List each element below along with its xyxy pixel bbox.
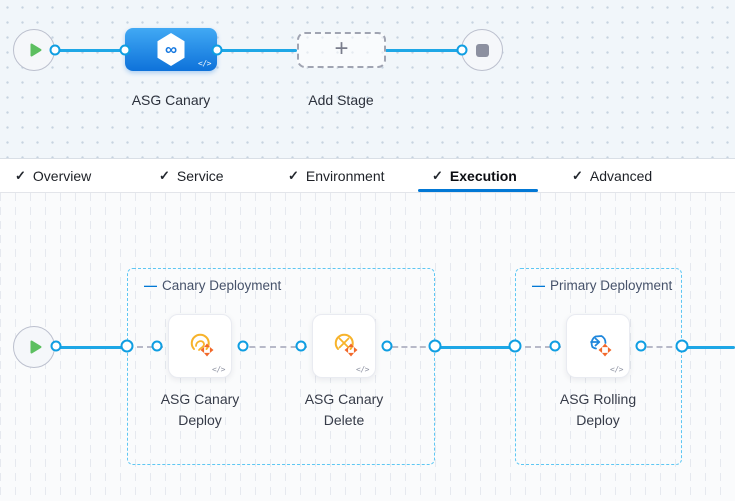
connector-port bbox=[49, 44, 61, 56]
active-tab-indicator bbox=[418, 189, 538, 192]
connector-port bbox=[119, 44, 131, 56]
group-label-text: Primary Deployment bbox=[550, 278, 673, 293]
connector-port bbox=[50, 340, 62, 352]
group-border-port bbox=[428, 339, 442, 353]
tab-overview[interactable]: ✓ Overview bbox=[15, 159, 91, 192]
connector-port bbox=[635, 340, 647, 352]
step-group-canary-deployment bbox=[127, 268, 435, 465]
group-border-port bbox=[508, 339, 522, 353]
connector-port bbox=[295, 340, 307, 352]
stage-label: ASG Canary bbox=[131, 92, 211, 108]
stage-canvas: ∞ </> + ASG Canary Add Stage bbox=[0, 0, 735, 158]
group-label-primary-deployment[interactable]: — Primary Deployment bbox=[532, 278, 672, 293]
collapse-icon[interactable]: — bbox=[144, 278, 157, 293]
group-border-port bbox=[675, 339, 689, 353]
tab-service[interactable]: ✓ Service bbox=[159, 159, 224, 192]
group-label-text: Canary Deployment bbox=[162, 278, 282, 293]
scale-plus-glyph bbox=[200, 343, 214, 357]
harness-cd-icon: ∞ bbox=[157, 33, 185, 66]
connector-port bbox=[549, 340, 561, 352]
check-icon: ✓ bbox=[15, 167, 26, 183]
dashed-connector-line bbox=[515, 346, 561, 348]
dashed-connector-line bbox=[239, 346, 307, 348]
check-icon: ✓ bbox=[159, 167, 170, 183]
add-stage-label: Add Stage bbox=[308, 92, 374, 108]
connector-line bbox=[682, 345, 735, 349]
tab-label: Environment bbox=[305, 167, 385, 184]
connector-port bbox=[381, 340, 393, 352]
connector-line bbox=[435, 345, 515, 349]
tab-execution[interactable]: ✓ Execution bbox=[432, 159, 517, 192]
play-icon bbox=[30, 340, 41, 354]
connector-line bbox=[55, 48, 125, 52]
infinity-glyph: ∞ bbox=[164, 39, 178, 59]
check-icon: ✓ bbox=[572, 167, 583, 183]
step-asg-canary-deploy[interactable]: </> bbox=[168, 314, 232, 378]
tab-label: Advanced bbox=[589, 167, 653, 184]
check-icon: ✓ bbox=[432, 167, 443, 183]
connector-port bbox=[211, 44, 223, 56]
tab-environment[interactable]: ✓ Environment bbox=[288, 159, 385, 192]
step-asg-rolling-deploy[interactable]: </> bbox=[566, 314, 630, 378]
stop-icon bbox=[475, 43, 489, 57]
tab-label: Service bbox=[176, 167, 224, 184]
step-label: ASG Canary Delete bbox=[304, 391, 384, 428]
pipeline-stop-node bbox=[461, 29, 503, 71]
check-icon: ✓ bbox=[288, 167, 299, 183]
connector-port bbox=[151, 340, 163, 352]
step-group-primary-deployment bbox=[515, 268, 682, 465]
stage-config-tabbar: ✓ Overview ✓ Service ✓ Environment ✓ Exe… bbox=[0, 158, 735, 193]
connector-line bbox=[56, 345, 127, 349]
plus-icon: + bbox=[334, 35, 349, 62]
execution-canvas: — Canary Deployment — Primary Deployment… bbox=[0, 193, 735, 501]
connector-port bbox=[237, 340, 249, 352]
tab-label: Execution bbox=[449, 167, 517, 184]
collapse-icon[interactable]: — bbox=[532, 278, 545, 293]
code-icon[interactable]: </> bbox=[610, 365, 623, 374]
step-label: ASG Rolling Deploy bbox=[559, 391, 637, 428]
scale-plus-glyph bbox=[344, 343, 358, 357]
tab-advanced[interactable]: ✓ Advanced bbox=[572, 159, 652, 192]
dashed-connector-line bbox=[127, 346, 163, 348]
play-icon bbox=[30, 43, 41, 57]
asg-rolling-deploy-icon bbox=[590, 335, 612, 357]
dashed-connector-line bbox=[383, 346, 435, 348]
scale-plus-glyph bbox=[598, 343, 612, 357]
code-icon[interactable]: </> bbox=[212, 365, 225, 374]
step-asg-canary-delete[interactable]: </> bbox=[312, 314, 376, 378]
asg-canary-deploy-icon bbox=[190, 333, 214, 357]
connector-port bbox=[456, 44, 468, 56]
stage-node-asg-canary[interactable]: ∞ </> bbox=[125, 28, 217, 71]
dashed-connector-line bbox=[637, 346, 682, 348]
add-stage-button[interactable]: + bbox=[297, 32, 386, 68]
code-icon[interactable]: </> bbox=[356, 365, 369, 374]
pipeline-start-node bbox=[13, 29, 55, 71]
tab-label: Overview bbox=[32, 167, 92, 184]
connector-line bbox=[217, 48, 297, 52]
step-label: ASG Canary Deploy bbox=[160, 391, 240, 428]
group-label-canary-deployment[interactable]: — Canary Deployment bbox=[144, 278, 281, 293]
code-icon[interactable]: </> bbox=[198, 59, 211, 68]
asg-canary-delete-icon bbox=[334, 333, 358, 357]
group-border-port bbox=[120, 339, 134, 353]
execution-start-node bbox=[13, 326, 55, 368]
connector-line bbox=[385, 48, 459, 52]
